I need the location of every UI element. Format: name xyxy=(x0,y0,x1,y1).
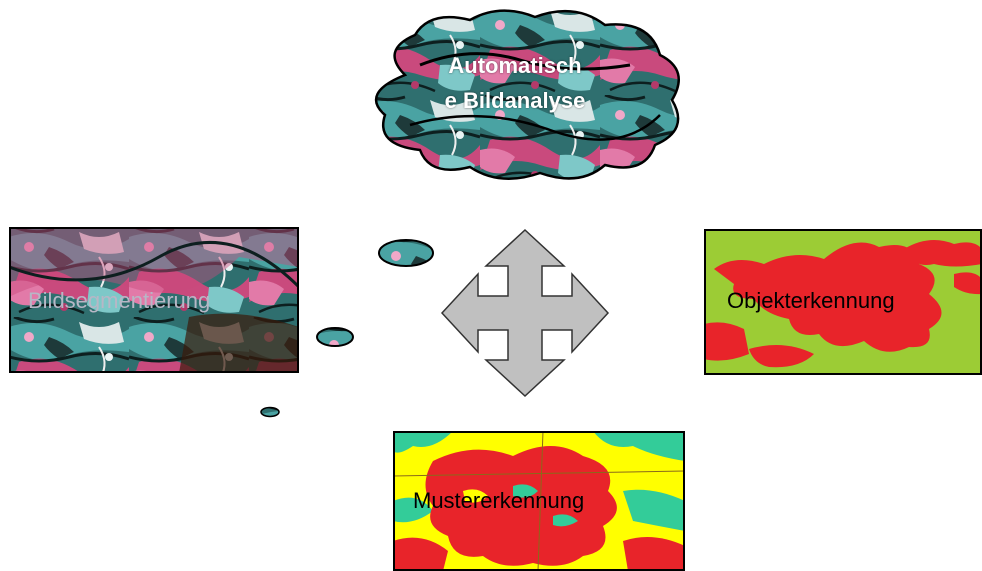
object-recognition-panel: Objekterkennung xyxy=(704,229,982,375)
analysis-cloud: Automatisch e Bildanalyse xyxy=(360,5,695,185)
cloud-title-line1: Automatisch xyxy=(448,53,582,78)
thought-bubble-medium xyxy=(316,327,354,347)
segmentation-image xyxy=(9,227,299,373)
cloud-shape xyxy=(374,9,680,180)
four-way-arrow-icon xyxy=(440,228,610,398)
cloud-title-line2: e Bildanalyse xyxy=(444,88,586,113)
thought-bubble-small xyxy=(260,406,280,418)
pattern-recognition-label: Mustererkennung xyxy=(413,488,585,513)
segmentation-label: Bildsegmentierung xyxy=(28,288,211,313)
cloud-title: Automatisch e Bildanalyse xyxy=(395,48,635,118)
object-recognition-label: Objekterkennung xyxy=(727,288,895,313)
pattern-recognition-image xyxy=(393,431,685,571)
segmentation-panel: Bildsegmentierung xyxy=(9,227,299,373)
object-recognition-image xyxy=(704,229,982,375)
thought-bubble-large xyxy=(378,239,434,267)
pattern-recognition-panel: Mustererkennung xyxy=(393,431,685,571)
